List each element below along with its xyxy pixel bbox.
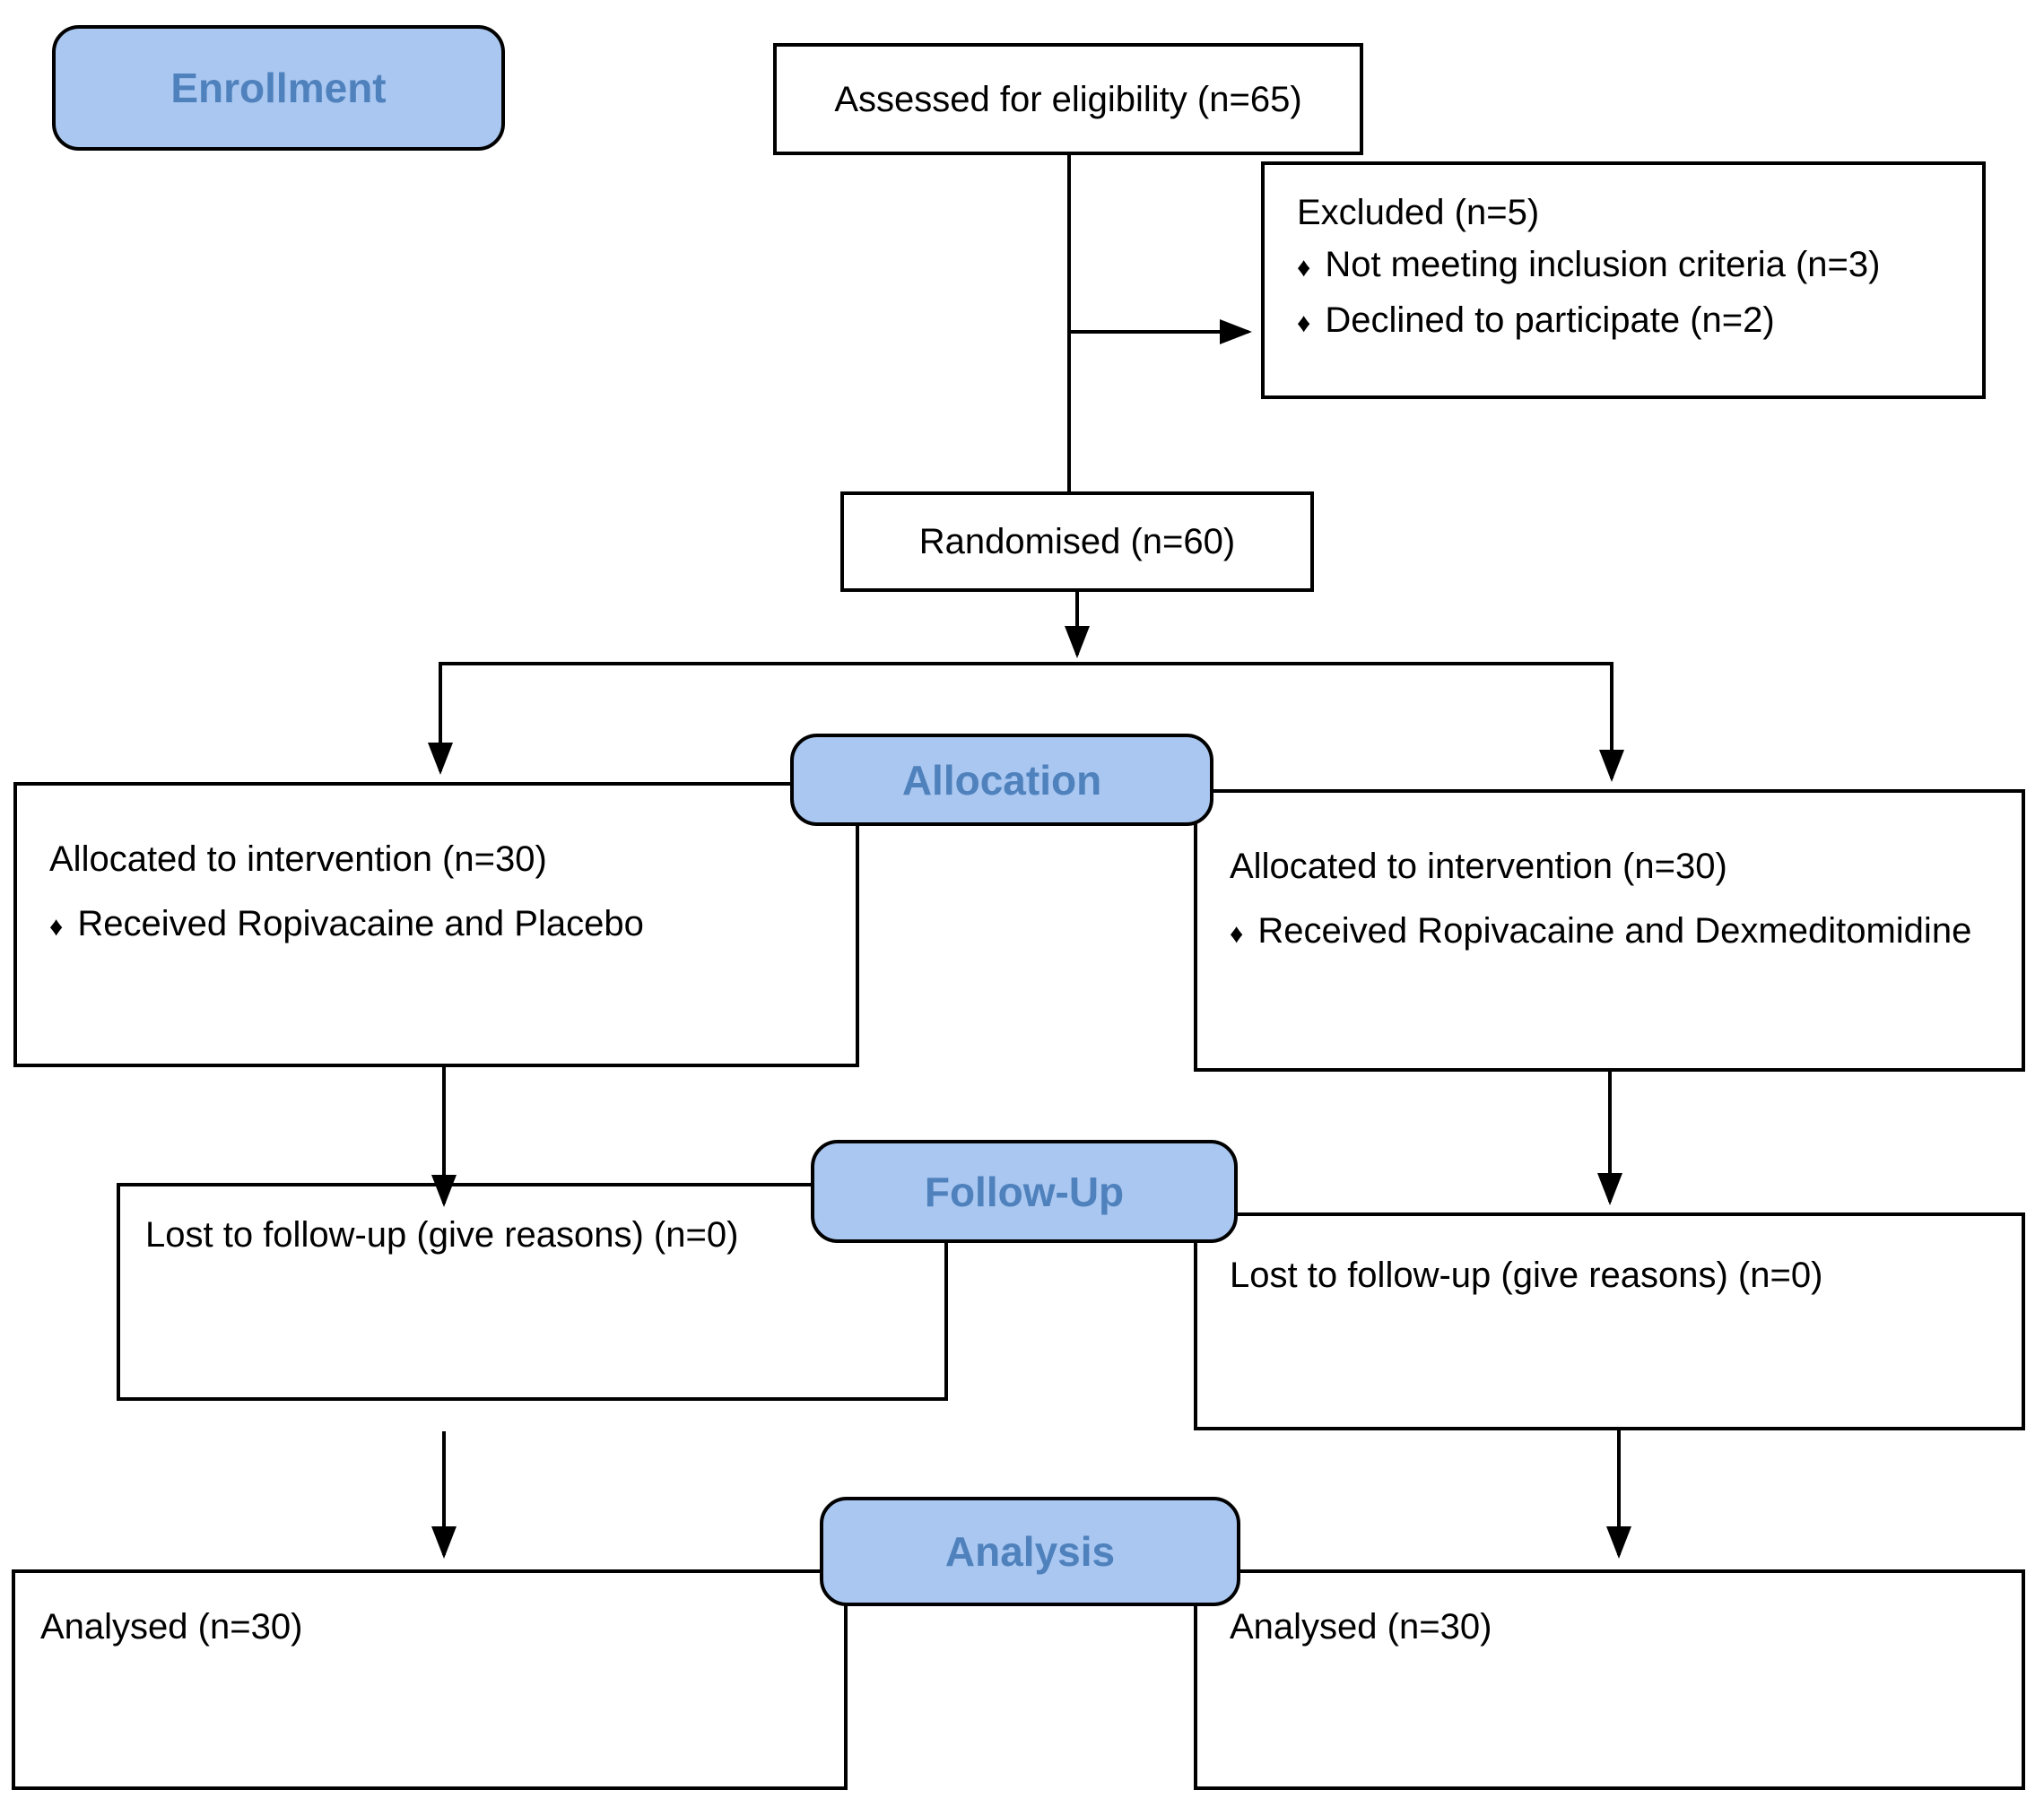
allocation-left-title: Allocated to intervention (n=30)	[49, 839, 547, 879]
followup-left-text: Lost to follow-up (give reasons) (n=0)	[145, 1215, 739, 1255]
allocation-right-box: Allocated to intervention (n=30) ♦ Receiv…	[1194, 789, 2025, 1072]
randomised-box: Randomised (n=60)	[840, 491, 1314, 592]
stage-followup: Follow-Up	[811, 1140, 1238, 1243]
stage-allocation: Allocation	[790, 734, 1213, 826]
diamond-bullet-icon: ♦	[49, 912, 64, 942]
analysis-right-text: Analysed (n=30)	[1230, 1607, 1492, 1647]
diamond-bullet-icon: ♦	[1297, 309, 1311, 338]
stage-enrollment-label: Enrollment	[170, 65, 387, 111]
allocation-left-bullet: ♦ Received Ropivacaine and Placebo	[49, 891, 838, 960]
assessed-box: Assessed for eligibility (n=65)	[773, 43, 1363, 155]
excluded-bullet-text: Not meeting inclusion criteria (n=3)	[1325, 245, 1881, 284]
excluded-bullet: ♦ Not meeting inclusion criteria (n=3)	[1297, 239, 1964, 294]
assessed-text: Assessed for eligibility (n=65)	[834, 79, 1302, 119]
allocation-right-title: Allocated to intervention (n=30)	[1230, 847, 1727, 886]
allocation-left-bullet-text: Received Ropivacaine and Placebo	[77, 904, 644, 943]
diamond-bullet-icon: ♦	[1230, 919, 1244, 949]
allocation-left-box: Allocated to intervention (n=30) ♦ Receiv…	[13, 782, 859, 1067]
stage-analysis-label: Analysis	[944, 1528, 1116, 1575]
allocation-right-bullet: ♦ Received Ropivacaine and Dexmeditomidin…	[1230, 899, 2004, 967]
followup-right-box: Lost to follow-up (give reasons) (n=0)	[1194, 1212, 2025, 1430]
randomised-text: Randomised (n=60)	[918, 522, 1236, 561]
analysis-right-box: Analysed (n=30)	[1194, 1569, 2025, 1790]
stage-followup-label: Follow-Up	[924, 1168, 1125, 1215]
stage-analysis: Analysis	[820, 1497, 1240, 1606]
followup-left-box: Lost to follow-up (give reasons) (n=0)	[117, 1183, 948, 1401]
diamond-bullet-icon: ♦	[1297, 253, 1311, 282]
analysis-left-box: Analysed (n=30)	[12, 1569, 848, 1790]
followup-right-text: Lost to follow-up (give reasons) (n=0)	[1230, 1256, 1823, 1295]
excluded-title: Excluded (n=5)	[1297, 193, 1540, 232]
allocation-right-bullet-text: Received Ropivacaine and Dexmeditomidine	[1257, 911, 1972, 951]
excluded-bullet: ♦ Declined to participate (n=2)	[1297, 294, 1964, 350]
excluded-bullet-text: Declined to participate (n=2)	[1325, 300, 1775, 340]
excluded-box: Excluded (n=5) ♦ Not meeting inclusion cr…	[1261, 161, 1986, 399]
analysis-left-text: Analysed (n=30)	[40, 1607, 303, 1647]
stage-allocation-label: Allocation	[901, 756, 1102, 804]
stage-enrollment: Enrollment	[52, 25, 505, 151]
